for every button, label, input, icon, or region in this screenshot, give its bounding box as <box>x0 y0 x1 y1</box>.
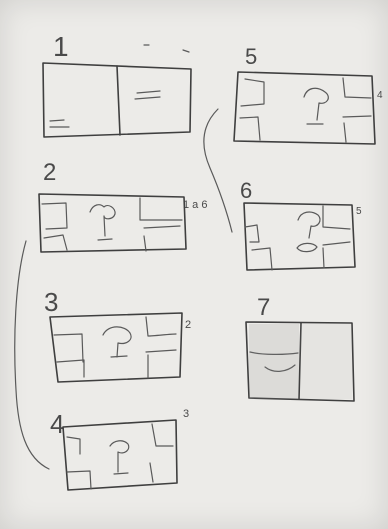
panel-6: 6 5 <box>240 178 362 270</box>
panel-4: 4 3 <box>50 408 189 490</box>
panel-1: 1 <box>43 31 191 137</box>
panel-number-5: 5 <box>245 44 257 69</box>
panel-7: 7 <box>246 294 354 401</box>
panel-number-1: 1 <box>53 31 69 62</box>
connector-left <box>15 241 49 469</box>
panel-5: 5 4 <box>234 44 383 144</box>
panel-number-4: 4 <box>50 409 64 439</box>
panel-number-3: 3 <box>44 287 58 317</box>
panel-note-3: 2 <box>185 319 191 331</box>
panel-note-2: 1 a 6 <box>183 199 207 211</box>
panel-number-2: 2 <box>43 159 56 186</box>
panel-number-7: 7 <box>257 294 270 321</box>
panel-note-4: 3 <box>183 408 189 420</box>
panel-2: 2 1 a 6 <box>39 159 207 252</box>
panel-note-6: 5 <box>356 206 362 217</box>
connector-right <box>204 109 232 232</box>
panel-3: 3 2 <box>44 287 191 382</box>
panel-note-5: 4 <box>377 90 383 101</box>
panel-number-6: 6 <box>240 178 252 203</box>
